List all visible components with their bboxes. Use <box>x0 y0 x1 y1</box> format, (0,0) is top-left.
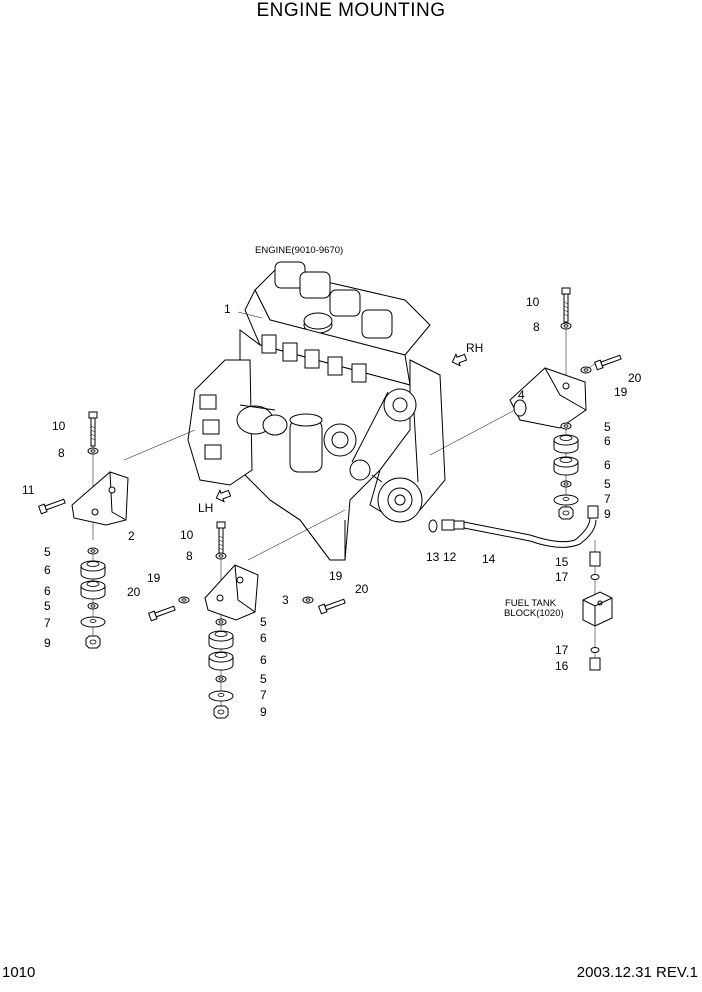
washer-icon <box>215 618 227 626</box>
bracket-icon <box>509 367 587 429</box>
callout-9: 9 <box>44 636 51 650</box>
washer-icon <box>215 552 227 560</box>
bolt-icon <box>216 521 226 557</box>
callout-3: 3 <box>282 593 289 607</box>
washer-icon <box>87 602 99 610</box>
engine-drawing <box>187 261 446 561</box>
callout-20: 20 <box>628 371 642 385</box>
page-number: 1010 <box>2 964 36 981</box>
bolt-icon <box>561 287 571 323</box>
lh-label: LH <box>198 501 213 515</box>
washer-icon <box>87 547 99 555</box>
fuel-tank-note: FUEL TANK <box>505 598 557 609</box>
callout-19: 19 <box>329 569 343 583</box>
bolt-icon <box>318 596 347 615</box>
callout-16: 16 <box>555 659 569 673</box>
callout-6: 6 <box>604 458 611 472</box>
callout-15: 15 <box>555 555 569 569</box>
rubber-mount-icon <box>553 456 579 476</box>
engine-note: ENGINE(9010-9670) <box>255 245 343 256</box>
bolt-icon <box>88 411 98 447</box>
callout-4: 4 <box>518 388 525 402</box>
callout-17: 17 <box>555 570 569 584</box>
fuel-tank-note-2: BLOCK(1020) <box>504 608 564 619</box>
bolt-icon <box>594 352 623 371</box>
washer-icon <box>215 675 227 683</box>
rh-label: RH <box>466 341 483 355</box>
callout-7: 7 <box>260 688 267 702</box>
callout-20: 20 <box>127 585 141 599</box>
page-title: ENGINE MOUNTING <box>256 0 446 21</box>
washer-icon <box>87 447 99 455</box>
callout-13: 13 <box>426 550 440 564</box>
rubber-mount-icon <box>553 434 579 454</box>
callout-5: 5 <box>604 420 611 434</box>
washer-icon <box>80 616 106 628</box>
rubber-mount-icon <box>80 560 106 580</box>
callout-6: 6 <box>260 653 267 667</box>
callout-9: 9 <box>260 705 267 719</box>
nut-icon <box>85 635 101 649</box>
callout-8: 8 <box>186 549 193 563</box>
callout-9: 9 <box>604 507 611 521</box>
callout-6: 6 <box>260 631 267 645</box>
bolt-icon <box>38 496 67 515</box>
callout-8: 8 <box>533 320 540 334</box>
washer-icon <box>208 690 234 702</box>
washer-icon <box>560 322 572 330</box>
washer-icon <box>302 596 314 604</box>
revision-date: 2003.12.31 REV.1 <box>576 964 698 981</box>
callout-10: 10 <box>52 419 66 433</box>
washer-icon <box>553 494 579 506</box>
callout-6: 6 <box>604 434 611 448</box>
washer-icon <box>560 480 572 488</box>
callout-5: 5 <box>260 615 267 629</box>
callout-11: 11 <box>22 483 35 497</box>
callout-10: 10 <box>526 295 540 309</box>
callout-19: 19 <box>147 571 161 585</box>
callout-5: 5 <box>44 599 51 613</box>
callout-7: 7 <box>44 616 51 630</box>
bracket-icon <box>71 471 129 526</box>
bracket-icon <box>204 564 259 621</box>
callout-12: 12 <box>443 550 457 564</box>
callout-6: 6 <box>44 563 51 577</box>
bolt-icon <box>148 603 177 622</box>
rubber-mount-icon <box>208 630 234 650</box>
callout-1: 1 <box>224 302 231 316</box>
washer-icon <box>560 422 572 430</box>
callout-2: 2 <box>128 529 135 543</box>
callout-20: 20 <box>355 582 369 596</box>
callout-8: 8 <box>58 446 65 460</box>
nut-icon <box>213 705 229 719</box>
callout-6: 6 <box>44 584 51 598</box>
callout-19: 19 <box>614 385 628 399</box>
nut-icon <box>558 506 574 520</box>
callout-5: 5 <box>260 672 267 686</box>
callout-7: 7 <box>604 492 611 506</box>
callout-14: 14 <box>482 552 496 566</box>
callout-5: 5 <box>44 545 51 559</box>
callout-5: 5 <box>604 477 611 491</box>
washer-icon <box>178 596 190 604</box>
washer-icon <box>580 366 592 374</box>
arrow-icon <box>215 353 468 503</box>
callout-10: 10 <box>180 528 194 542</box>
hose-icon <box>428 505 613 671</box>
rubber-mount-icon <box>80 580 106 600</box>
rubber-mount-icon <box>208 651 234 671</box>
callout-17: 17 <box>555 643 569 657</box>
